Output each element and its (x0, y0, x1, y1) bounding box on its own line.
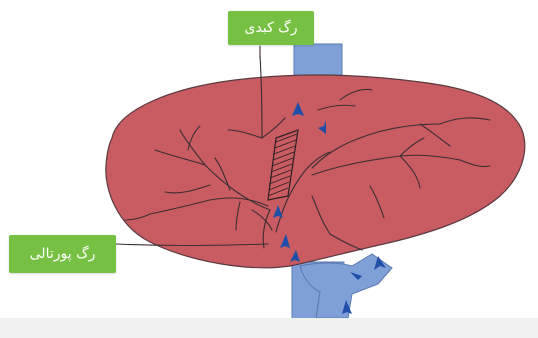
liver-shape (106, 75, 525, 268)
portal-vein-label: رگ پورتالی (9, 235, 116, 273)
bottom-margin (0, 318, 538, 338)
hepatic-vein-label: رگ کبدی (228, 11, 314, 45)
